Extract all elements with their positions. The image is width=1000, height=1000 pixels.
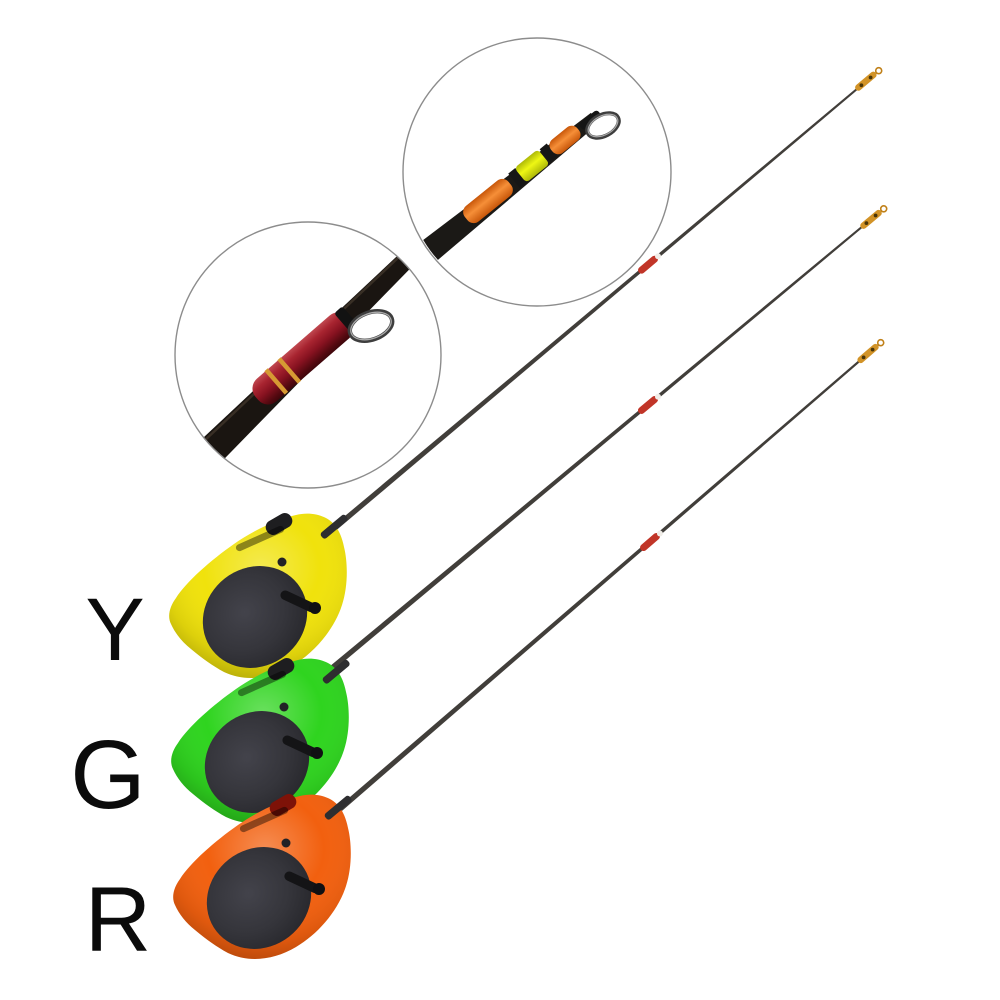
- inset-left-wire-loop: [347, 309, 395, 343]
- rod-yellow-tip-loop: [874, 66, 883, 75]
- rod-red-tip-dot-2: [861, 355, 866, 360]
- inset-left-gold-band-1: [264, 368, 289, 395]
- rod-green-blank: [330, 210, 882, 671]
- rod-red-tip-dot-1: [870, 347, 875, 352]
- rod-red-blank: [330, 344, 879, 818]
- inset-tip-detail-top: [402, 37, 672, 307]
- rod-red: [330, 338, 885, 818]
- rod-green-tip-dot-2: [864, 221, 869, 226]
- rod-green-tip: [860, 209, 882, 229]
- rod-green-tip-loop: [879, 205, 888, 213]
- label-yellow: Y: [85, 579, 144, 679]
- rod-green-tip-dot-1: [873, 213, 878, 218]
- handle-yellow: [169, 513, 349, 689]
- inset-left-wire-loop-sheen: [350, 311, 392, 341]
- rod-yellow: [328, 66, 883, 535]
- inset-top-wire-loop-sheen: [587, 113, 619, 138]
- rod-yellow-tip-dot-1: [868, 75, 873, 80]
- label-green: G: [70, 720, 145, 829]
- rod-red-joint-glint: [656, 530, 663, 537]
- inset-top-dark-ring-1: [508, 168, 527, 189]
- rod-yellow-joint: [637, 255, 659, 274]
- inset-left-gold-band-2: [277, 357, 302, 384]
- rod-red-joint: [640, 532, 660, 552]
- rod-red-tip-loop: [876, 338, 885, 347]
- handle-green: [171, 658, 351, 834]
- inset-top-orange-wrap-lower: [463, 178, 513, 224]
- rod-yellow-blank: [328, 72, 877, 535]
- rod-yellow-tip-dot-2: [859, 83, 864, 88]
- inset-tip-detail-left: [174, 221, 442, 489]
- rod-yellow-joint-glint: [655, 253, 661, 260]
- inset-top-orange-wrap-upper: [549, 125, 581, 155]
- rod-green-joint-glint: [655, 393, 661, 400]
- rod-green: [330, 205, 888, 671]
- inset-top-dark-ring-2: [539, 143, 558, 163]
- rod-green-joint: [637, 396, 659, 414]
- inset-left-border: [174, 221, 442, 489]
- label-red: R: [85, 869, 151, 971]
- rod-yellow-tip: [855, 71, 877, 91]
- rod-red-tip: [857, 343, 879, 364]
- inset-top-yellow-band: [515, 150, 549, 182]
- inset-top-border: [402, 37, 672, 307]
- handle-red: [173, 794, 353, 970]
